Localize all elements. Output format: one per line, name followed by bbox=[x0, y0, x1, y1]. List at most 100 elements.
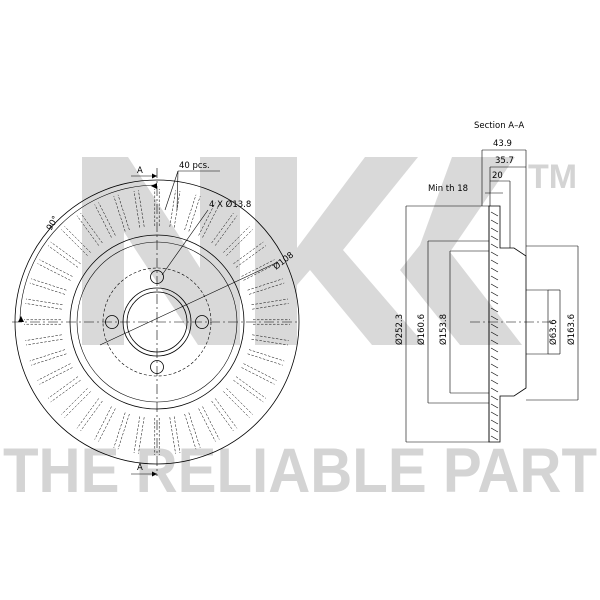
section-view bbox=[405, 149, 579, 443]
vane-line bbox=[50, 379, 81, 403]
vane-line bbox=[243, 263, 277, 281]
vane-line bbox=[184, 413, 197, 450]
hatch-line bbox=[490, 267, 499, 273]
hatch-line bbox=[490, 411, 499, 417]
section-view-annotations: Section A–A 43.9 35.7 20 Min th 18 Ø252.… bbox=[394, 121, 577, 345]
vane-line bbox=[39, 367, 73, 385]
watermark-slogan: THE RELIABLE PART bbox=[3, 436, 597, 506]
vane-line bbox=[247, 278, 283, 291]
vane-line bbox=[241, 259, 275, 277]
vane-line bbox=[80, 212, 103, 244]
vane-line bbox=[226, 229, 253, 256]
vane-line bbox=[173, 416, 181, 454]
hatch-line bbox=[490, 339, 499, 345]
hatch-line bbox=[490, 243, 499, 249]
cooling-vanes bbox=[24, 189, 290, 455]
hatch-line bbox=[490, 307, 499, 313]
vane-line bbox=[252, 334, 289, 341]
vane-line bbox=[211, 400, 234, 432]
section-vane-hatching bbox=[490, 211, 499, 441]
vane-line bbox=[198, 408, 216, 442]
vane-line bbox=[202, 204, 220, 238]
angle-arc bbox=[19, 184, 158, 323]
hatch-line bbox=[490, 331, 499, 337]
vane-count-label: 40 pcs. bbox=[179, 161, 210, 171]
vane-line bbox=[133, 190, 141, 228]
hatch-line bbox=[490, 251, 499, 257]
vane-line bbox=[188, 412, 201, 448]
vane-line bbox=[241, 367, 275, 385]
vane-line bbox=[117, 413, 130, 450]
arrowhead bbox=[18, 316, 24, 322]
section-title: Section A–A bbox=[474, 121, 524, 131]
vane-line bbox=[226, 388, 253, 415]
vane-line bbox=[25, 338, 63, 346]
vane-line bbox=[98, 202, 116, 236]
nk-watermark: TM THE RELIABLE PART bbox=[3, 157, 597, 506]
vane-line bbox=[64, 391, 91, 418]
vane-line bbox=[39, 259, 73, 277]
vane-line bbox=[138, 190, 145, 227]
vane-line bbox=[223, 226, 250, 253]
center-bore-diameter-label: Ø63.6 bbox=[548, 319, 559, 345]
vane-line bbox=[214, 215, 238, 246]
hatch-line bbox=[490, 347, 499, 353]
hatch-line bbox=[490, 291, 499, 297]
vane-line bbox=[169, 190, 176, 227]
hatch-line bbox=[490, 363, 499, 369]
vane-line bbox=[76, 398, 100, 429]
hatch-line bbox=[490, 419, 499, 425]
hatch-line bbox=[490, 275, 499, 281]
hatch-line bbox=[490, 403, 499, 409]
vane-line bbox=[211, 212, 234, 244]
hatch-line bbox=[490, 435, 499, 441]
friction-inner-diameter-label: Ø160.6 bbox=[416, 314, 427, 345]
hatch-line bbox=[490, 387, 499, 393]
vane-line bbox=[113, 412, 126, 448]
disc-front-view bbox=[12, 168, 300, 476]
vane-line bbox=[188, 196, 201, 232]
vane-line bbox=[202, 406, 220, 440]
hatch-line bbox=[490, 379, 499, 385]
vane-line bbox=[61, 229, 88, 256]
hatch-line bbox=[490, 235, 499, 241]
arrowhead bbox=[152, 173, 157, 179]
vane-line bbox=[25, 303, 62, 310]
hatch-line bbox=[490, 371, 499, 377]
vane-line bbox=[37, 363, 71, 381]
vane-line bbox=[76, 215, 100, 246]
vane-line bbox=[31, 278, 67, 291]
vane-line bbox=[29, 349, 66, 362]
vane-line bbox=[233, 241, 264, 265]
vane-line bbox=[248, 349, 285, 362]
min-thickness-label: Min th 18 bbox=[428, 184, 468, 194]
vane-count-leader bbox=[176, 170, 179, 211]
bolt-holes-label: 4 X Ø13.8 bbox=[209, 199, 251, 210]
hatch-line bbox=[490, 227, 499, 233]
hatch-line bbox=[490, 315, 499, 321]
vane-line bbox=[31, 353, 67, 366]
vane-line bbox=[247, 353, 283, 366]
vane-line bbox=[64, 226, 91, 253]
vane-line bbox=[61, 388, 88, 415]
vane-line bbox=[184, 194, 197, 231]
hatch-line bbox=[490, 323, 499, 329]
vane-line bbox=[233, 379, 264, 403]
vane-line bbox=[113, 196, 126, 232]
hat-diameter-label: Ø163.6 bbox=[566, 314, 577, 345]
vane-line bbox=[235, 245, 267, 268]
vane-line bbox=[214, 398, 238, 429]
vane-line bbox=[50, 241, 81, 265]
section-marker-bottom: A bbox=[137, 463, 143, 473]
vane-line bbox=[198, 202, 216, 236]
vane-line bbox=[252, 303, 289, 310]
vane-line bbox=[80, 400, 103, 432]
vane-line bbox=[248, 282, 285, 295]
hatch-line bbox=[490, 259, 499, 265]
vane-line bbox=[235, 376, 267, 399]
vane-line bbox=[133, 416, 141, 454]
hatch-line bbox=[490, 211, 499, 217]
vane-line bbox=[117, 194, 130, 231]
